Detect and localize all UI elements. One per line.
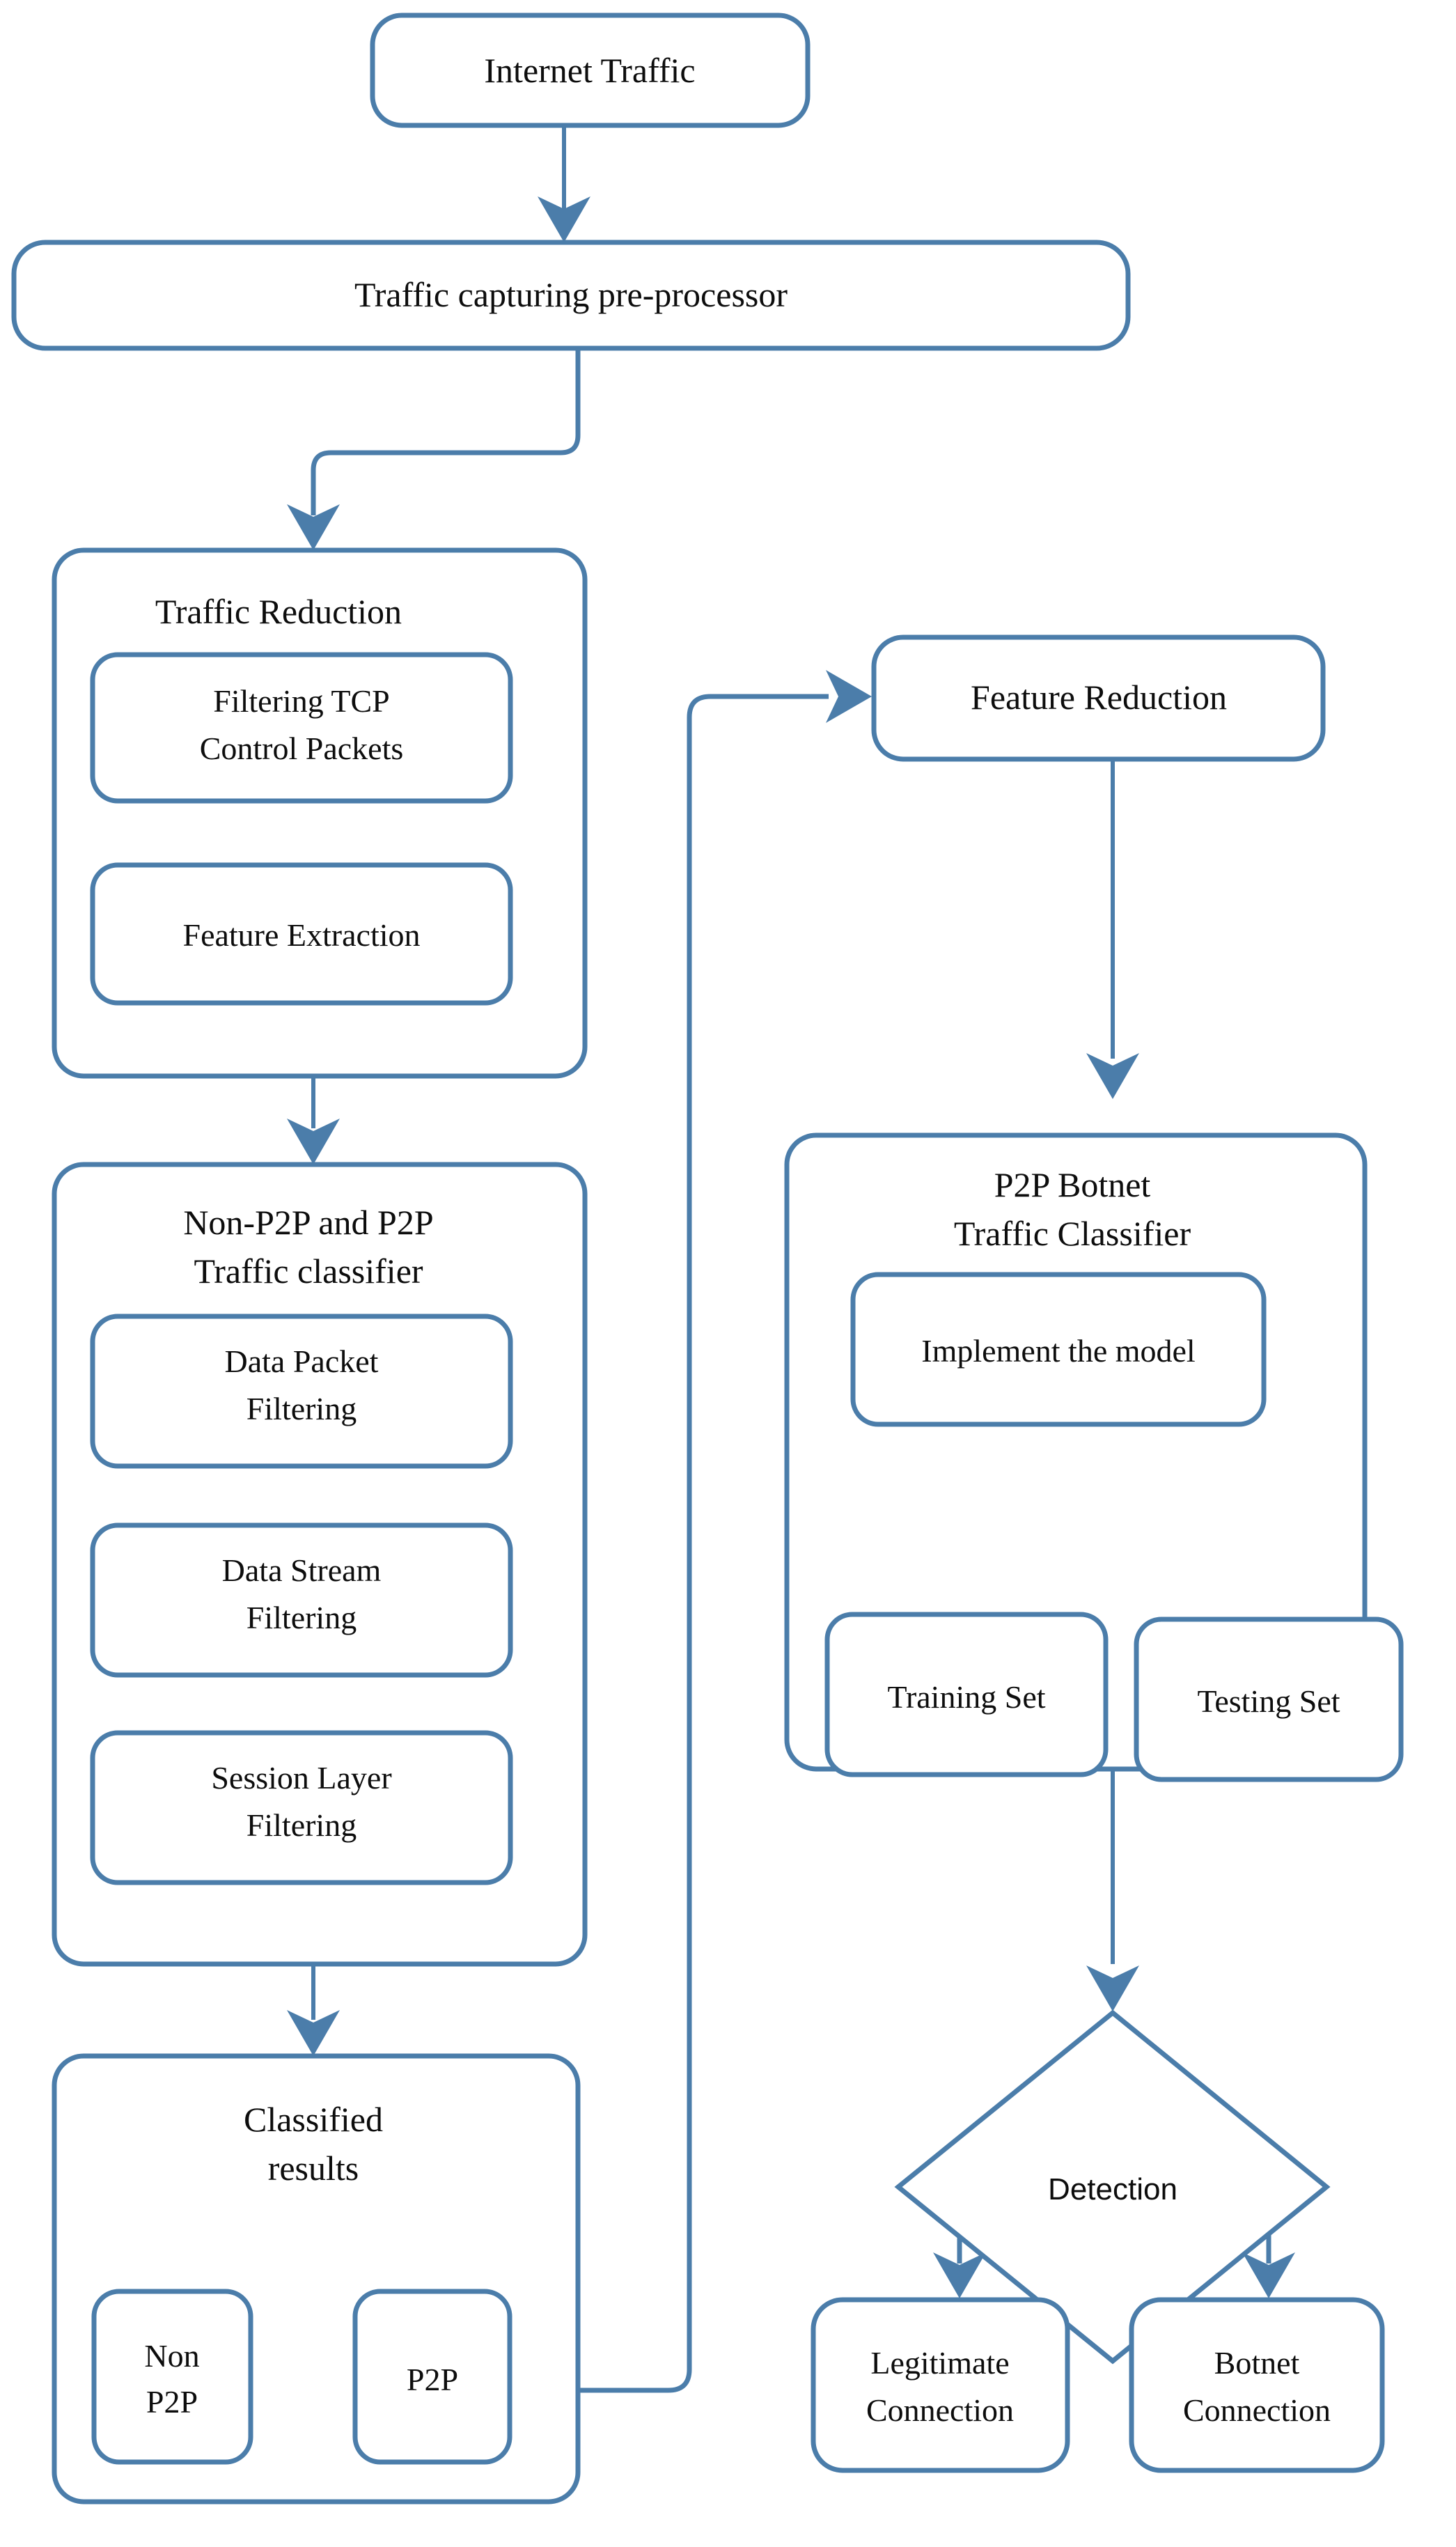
non-p2p-label-line1: Non [144, 2338, 199, 2374]
p2p-botnet-classifier-label-line2: Traffic Classifier [954, 1214, 1191, 1253]
connector-classifier-to-classified-results [287, 1964, 340, 2056]
node-implement-the-model[interactable]: Implement the model [850, 1272, 1267, 1427]
node-data-packet-filtering[interactable]: Data Packet Filtering [90, 1314, 513, 1469]
node-traffic-capturing-preprocessor[interactable]: Traffic capturing pre-processor [11, 240, 1131, 351]
node-testing-set[interactable]: Testing Set [1134, 1617, 1404, 1782]
connector-feature-reduction-to-botnet-classifier [1086, 759, 1139, 1099]
node-training-set[interactable]: Training Set [824, 1612, 1109, 1777]
feature-extraction-box[interactable] [90, 862, 513, 1006]
traffic-capturing-box[interactable] [11, 240, 1131, 351]
filtering-tcp-label-line2: Control Packets [200, 731, 404, 766]
internet-traffic-label: Internet Traffic [484, 51, 695, 90]
feature-reduction-label: Feature Reduction [971, 678, 1227, 717]
connector-internet-to-preprocessor [538, 125, 590, 242]
connector-preprocessor-to-traffic-reduction [287, 348, 581, 550]
p2p-botnet-classifier-label-line1: P2P Botnet [994, 1165, 1151, 1204]
node-p2p-botnet-traffic-classifier[interactable]: P2P Botnet Traffic Classifier Implement … [784, 1132, 1404, 1782]
session-layer-filtering-label-line2: Filtering [246, 1807, 357, 1843]
implement-the-model-label: Implement the model [921, 1333, 1195, 1369]
non-p2p-label-line2: P2P [146, 2384, 198, 2420]
detection-diamond[interactable] [894, 2009, 1331, 2365]
node-legitimate-connection[interactable]: Legitimate Connection [811, 2297, 1070, 2473]
feature-reduction-box[interactable] [871, 634, 1326, 762]
non-p2p-box[interactable] [91, 2289, 253, 2465]
data-stream-filtering-box[interactable] [90, 1522, 513, 1678]
feature-extraction-label: Feature Extraction [182, 917, 420, 953]
classified-results-label-line2: results [268, 2149, 359, 2188]
internet-traffic-box[interactable] [370, 13, 811, 128]
session-layer-filtering-box[interactable] [90, 1730, 513, 1885]
node-botnet-connection[interactable]: Botnet Connection [1129, 2297, 1385, 2473]
training-set-label: Training Set [887, 1679, 1045, 1715]
filtering-tcp-label-line1: Filtering TCP [213, 683, 389, 719]
node-p2p[interactable]: P2P [352, 2289, 512, 2465]
botnet-connection-label-line2: Connection [1183, 2392, 1331, 2428]
p2p-box[interactable] [352, 2289, 512, 2465]
node-detection[interactable]: Detection [894, 2009, 1331, 2365]
classified-results-label-line1: Classified [244, 2100, 383, 2139]
node-session-layer-filtering[interactable]: Session Layer Filtering [90, 1730, 513, 1885]
data-packet-filtering-label-line1: Data Packet [225, 1343, 379, 1379]
botnet-connection-box[interactable] [1129, 2297, 1385, 2473]
data-packet-filtering-box[interactable] [90, 1314, 513, 1469]
data-stream-filtering-label-line1: Data Stream [222, 1552, 382, 1588]
legitimate-connection-box[interactable] [811, 2297, 1070, 2473]
node-feature-reduction[interactable]: Feature Reduction [871, 634, 1326, 762]
nonp2p-p2p-classifier-label-line1: Non-P2P and P2P [183, 1203, 433, 1242]
session-layer-filtering-label-line1: Session Layer [211, 1760, 391, 1796]
traffic-reduction-label: Traffic Reduction [155, 592, 402, 631]
node-feature-extraction[interactable]: Feature Extraction [90, 862, 513, 1006]
node-classified-results[interactable]: Classified results Non P2P P2P [52, 2053, 581, 2505]
node-internet-traffic[interactable]: Internet Traffic [370, 13, 811, 128]
connector-traffic-reduction-to-classifier [287, 1076, 340, 1165]
connector-p2p-to-feature-reduction [468, 670, 872, 2393]
node-filtering-tcp-control-packets[interactable]: Filtering TCP Control Packets [90, 652, 513, 804]
data-stream-filtering-label-line2: Filtering [246, 1600, 357, 1635]
traffic-capturing-label: Traffic capturing pre-processor [354, 275, 788, 314]
connector-botnet-classifier-to-detection [1086, 1769, 1139, 2011]
nonp2p-p2p-classifier-label-line2: Traffic classifier [194, 1252, 423, 1291]
testing-set-box[interactable] [1134, 1617, 1404, 1782]
filtering-tcp-box[interactable] [90, 652, 513, 804]
p2p-label: P2P [407, 2362, 458, 2397]
training-set-box[interactable] [824, 1612, 1109, 1777]
detection-label: Detection [1048, 2172, 1177, 2206]
implement-the-model-box[interactable] [850, 1272, 1267, 1427]
node-traffic-reduction[interactable]: Traffic Reduction Filtering TCP Control … [52, 547, 588, 1079]
node-non-p2p[interactable]: Non P2P [91, 2289, 253, 2465]
botnet-connection-label-line1: Botnet [1214, 2345, 1300, 2381]
legitimate-connection-label-line2: Connection [866, 2392, 1014, 2428]
node-nonp2p-p2p-traffic-classifier[interactable]: Non-P2P and P2P Traffic classifier Data … [52, 1162, 588, 1967]
legitimate-connection-label-line1: Legitimate [870, 2345, 1009, 2381]
testing-set-label: Testing Set [1197, 1683, 1340, 1719]
node-data-stream-filtering[interactable]: Data Stream Filtering [90, 1522, 513, 1678]
data-packet-filtering-label-line2: Filtering [246, 1391, 357, 1426]
